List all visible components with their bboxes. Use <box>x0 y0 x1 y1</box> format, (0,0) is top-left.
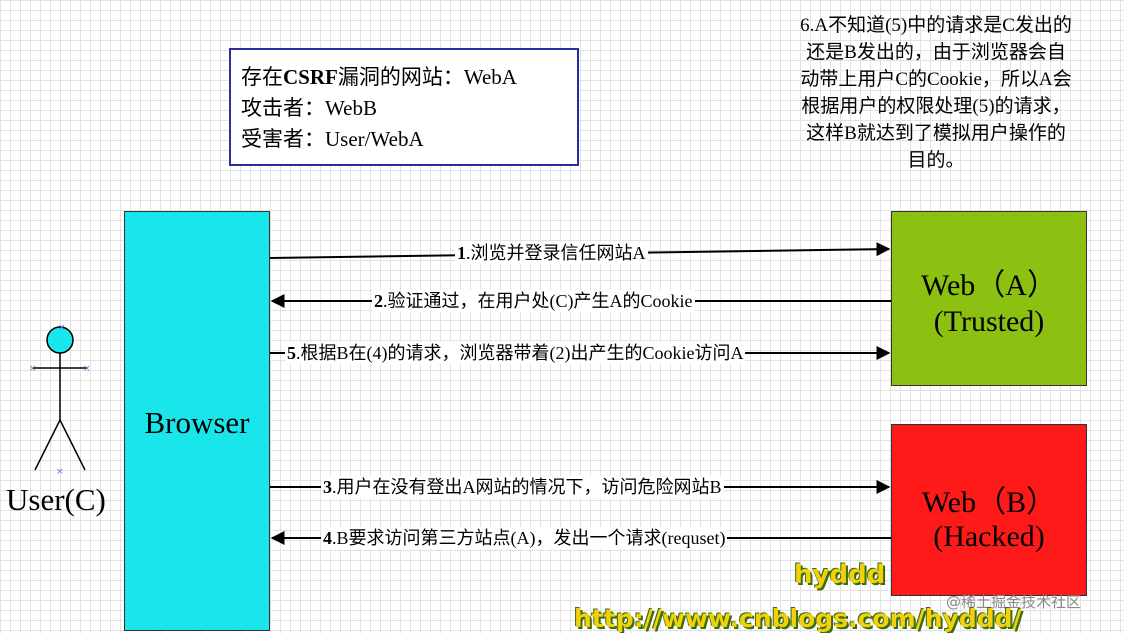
web-b-box: Web（B） (Hacked) <box>891 424 1087 596</box>
watermark-url: http://www.cnblogs.com/hyddd/ <box>574 604 1022 633</box>
step-6-note: 6.A不知道(5)中的请求是C发出的 还是B发出的，由于浏览器会自 动带上用户C… <box>756 12 1116 174</box>
note-line: 6.A不知道(5)中的请求是C发出的 <box>800 15 1072 36</box>
info-line-1: 存在CSRF漏洞的网站：WebA <box>241 65 517 89</box>
web-b-title: Web（B） <box>921 486 1057 519</box>
arrow-2-label: 2.验证通过，在用户处(C)产生A的Cookie <box>372 290 695 312</box>
note-line: 这样B就达到了模拟用户操作的 <box>806 123 1066 144</box>
arrow-4-label: 4.B要求访问第三方站点(A)，发出一个请求(requset) <box>321 527 728 549</box>
svg-text:×: × <box>56 467 64 477</box>
svg-text:×: × <box>29 364 37 374</box>
user-label: User(C) <box>6 482 106 517</box>
note-line: 还是B发出的，由于浏览器会自 <box>806 42 1066 63</box>
info-line-3: 受害者：User/WebA <box>241 127 424 151</box>
browser-box: Browser <box>124 211 270 631</box>
web-a-box: Web（A） (Trusted) <box>891 211 1087 386</box>
info-box: 存在CSRF漏洞的网站：WebA 攻击者：WebB 受害者：User/WebA <box>229 48 579 166</box>
web-a-subtitle: (Trusted) <box>933 305 1045 338</box>
browser-label: Browser <box>144 405 250 440</box>
arrow-5-label: 5.根据B在(4)的请求，浏览器带着(2)出产生的Cookie访问A <box>285 342 746 364</box>
arrow-1-label: 1.浏览并登录信任网站A <box>455 242 648 264</box>
watermark-author: hyddd <box>794 560 886 590</box>
web-a-title: Web（A） <box>921 269 1057 302</box>
web-b-subtitle: (Hacked) <box>933 520 1045 553</box>
watermark-juejin: @稀土掘金技术社区 <box>946 593 1082 611</box>
note-line: 动带上用户C的Cookie，所以A会 <box>800 69 1072 90</box>
note-line: 根据用户的权限处理(5)的请求， <box>801 96 1071 117</box>
note-line: 目的。 <box>907 150 965 171</box>
svg-text:×: × <box>58 323 66 333</box>
info-line-2: 攻击者：WebB <box>241 96 377 120</box>
user-figure-icon: × × × × <box>29 323 91 477</box>
svg-text:×: × <box>83 364 91 374</box>
arrow-3-label: 3.用户在没有登出A网站的情况下，访问危险网站B <box>321 476 724 498</box>
